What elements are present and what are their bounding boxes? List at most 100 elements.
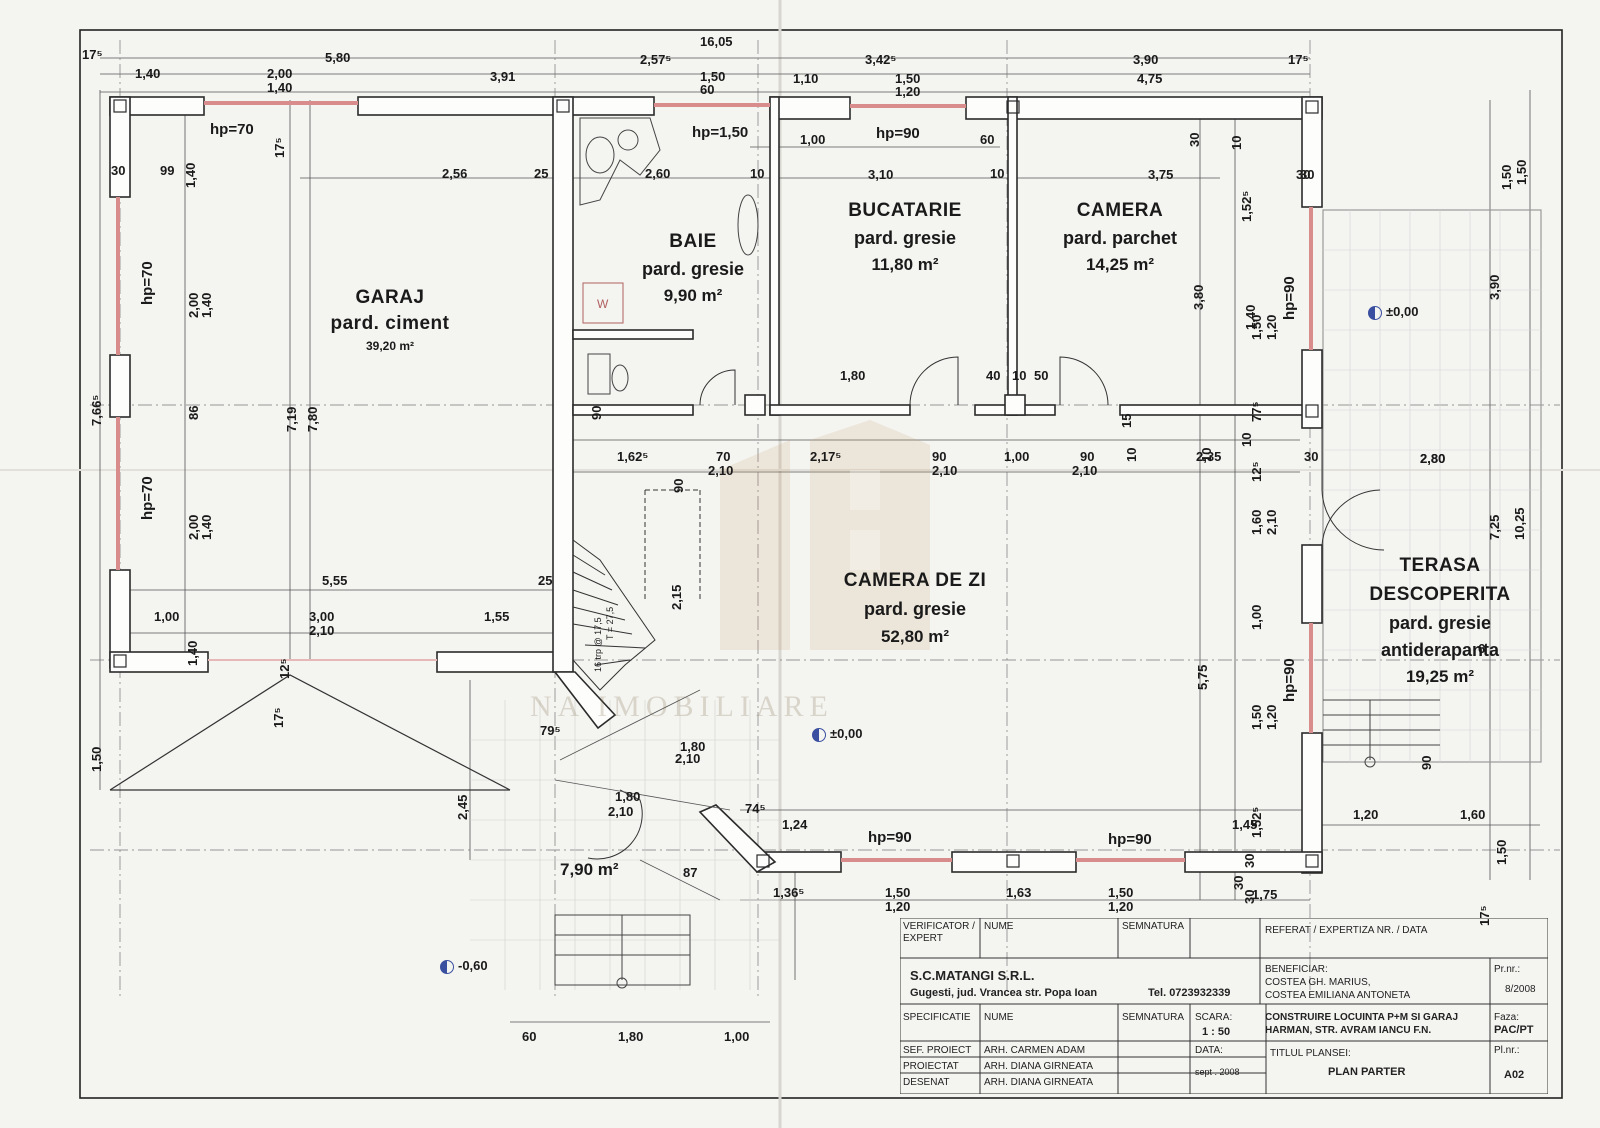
room-floor: pard. parchet (1062, 228, 1178, 248)
entrance-steps (554, 914, 691, 989)
dimension-label: 30 (111, 163, 126, 178)
dimension-label: 90 (671, 478, 686, 493)
watermark-logo (720, 420, 930, 650)
tb-semnatura2: SEMNATURA (1122, 1012, 1185, 1023)
tb-address: Gugesti, jud. Vrancea str. Popa Ioan (910, 987, 1098, 999)
dimension-label: 4,75 (1137, 71, 1163, 86)
tb-desenat-label: DESENAT (903, 1077, 950, 1088)
tb-project2: HARMAN, STR. AVRAM IANCU F.N. (1265, 1025, 1432, 1036)
drawing-border (79, 29, 1563, 1099)
dimension-label: 1,00 (154, 609, 180, 624)
dimension-label: 2,10 (1264, 509, 1279, 535)
dimension-label: 1,50 (895, 71, 921, 86)
tb-faza: PAC/PT (1494, 1024, 1534, 1036)
tb-data: sept . 2008 (1195, 1067, 1240, 1077)
room-area: 19,25 m² (1405, 667, 1475, 686)
dimension-label: 79⁵ (540, 723, 561, 738)
dimension-label: 12⁵ (1249, 461, 1264, 482)
dimension-label: 17⁵ (82, 47, 103, 62)
level-icon (440, 959, 454, 974)
dimension-label: 10 (1229, 135, 1244, 150)
tb-nume: NUME (984, 921, 1014, 932)
room-floor-2: antiderapanta (1380, 640, 1500, 660)
dimension-label: 1,60 (1249, 509, 1264, 535)
window-height-label: hp=90 (1108, 831, 1152, 848)
stair-label: 16 trp @ 17,5 (593, 617, 603, 672)
dimension-label: 3,75 (1148, 167, 1174, 182)
dimension-label: 77⁵ (1249, 401, 1264, 422)
tb-project1: CONSTRUIRE LOCUINTA P+M SI GARAJ (1265, 1012, 1459, 1023)
tb-faza-label: Faza: (1494, 1012, 1520, 1023)
tb-nume2: NUME (984, 1012, 1014, 1023)
dimension-label: 1,50 (89, 746, 104, 772)
dimension-label: 3,90 (1487, 274, 1502, 300)
dimension-label: 17⁵ (272, 137, 287, 158)
tb-referat: REFERAT / EXPERTIZA NR. / DATA (1265, 925, 1428, 936)
dimension-label: 10 (990, 166, 1005, 181)
dimension-label: 10 (750, 166, 765, 181)
dimension-label: 1,80 (615, 789, 641, 804)
dimension-label: 7,25 (1487, 514, 1502, 540)
room-camera: CAMERA pard. parchet 14,25 m² (1030, 200, 1210, 275)
dimension-label: 2,10 (1072, 463, 1098, 478)
dimension-label: 10 (1012, 368, 1027, 383)
room-name: TERASA (1399, 555, 1481, 576)
tb-company: S.C.MATANGI S.R.L. (910, 968, 1035, 983)
level-icon (1368, 305, 1382, 320)
room-garaj: GARAJ pard. ciment 39,20 m² (300, 287, 480, 353)
dimension-label: 10 (1124, 447, 1139, 462)
tb-titlu-label: TITLUL PLANSEI: (1270, 1048, 1351, 1059)
dimension-label: 1,55 (484, 609, 510, 624)
washer-label: W (597, 297, 609, 311)
dimension-label: 30 (1296, 167, 1311, 182)
room-area: 7,90 m² (560, 860, 619, 879)
title-block-grid (900, 918, 1548, 1094)
dimension-label: 74⁵ (745, 801, 766, 816)
dimension-label: 1,50 (1249, 704, 1264, 730)
window-height-label: hp=70 (139, 476, 156, 520)
dimension-label: 7,19 (284, 406, 299, 432)
window-height-label: hp=1,50 (692, 124, 749, 141)
room-area: 9,90 m² (663, 286, 723, 305)
room-floor: pard. gresie (1388, 613, 1492, 633)
dimension-label: 2,00 (267, 66, 293, 81)
title-block: VERIFICATOR / EXPERT NUME SEMNATURA REFE… (900, 918, 1548, 1094)
dimension-label: 17⁵ (1288, 52, 1309, 67)
dimension-label: 7,80 (305, 406, 320, 432)
dimension-label: 2,17⁵ (810, 449, 842, 464)
dimension-label: 10,25 (1512, 507, 1527, 540)
dimension-label: 1,00 (800, 132, 826, 147)
dimension-label: 2,80 (1420, 451, 1446, 466)
dimension-label: 2,10 (675, 751, 701, 766)
tb-specificatie: SPECIFICATIE (903, 1012, 971, 1023)
dimension-label: 3,42⁵ (865, 52, 897, 67)
dimension-label: 15 (1119, 413, 1134, 428)
dimension-label: 1,40 (185, 640, 200, 666)
dimension-label: 5,80 (325, 50, 351, 65)
watermark-text: NA IMOBILIARE (530, 690, 834, 723)
room-name: BUCATARIE (848, 200, 962, 221)
dimension-label: 1,40 (199, 514, 214, 540)
dimension-label: 1,50 (1494, 839, 1509, 865)
tb-beneficiar2: COSTEA EMILIANA ANTONETA (1265, 990, 1411, 1001)
window-height-label: hp=90 (876, 125, 920, 142)
dimension-label: 60 (700, 82, 715, 97)
level-marker: ±0,00 (1368, 304, 1418, 320)
tb-verificator: VERIFICATOR / EXPERT (903, 921, 975, 944)
dimension-label: 12⁵ (277, 658, 292, 679)
dimension-label: 5,75 (1195, 664, 1210, 690)
dimension-label: 2,35 (1196, 449, 1222, 464)
dimension-label: 10 (1239, 432, 1254, 447)
stair-label: T = 27,5 (605, 606, 615, 640)
tb-scara: 1 : 50 (1202, 1026, 1231, 1038)
dimension-label: 1,20 (1108, 899, 1134, 914)
dimension-label: 1,80 (680, 739, 706, 754)
room-terasa: TERASA DESCOPERITA pard. gresie antidera… (1340, 555, 1540, 687)
dimension-label: 1,00 (1249, 604, 1264, 630)
dimension-label: 30 (1231, 875, 1246, 890)
dimension-label: 1,20 (895, 84, 921, 99)
room-bucatarie: BUCATARIE pard. gresie 11,80 m² (815, 200, 995, 275)
room-intrare: 7,90 m² (560, 860, 619, 880)
